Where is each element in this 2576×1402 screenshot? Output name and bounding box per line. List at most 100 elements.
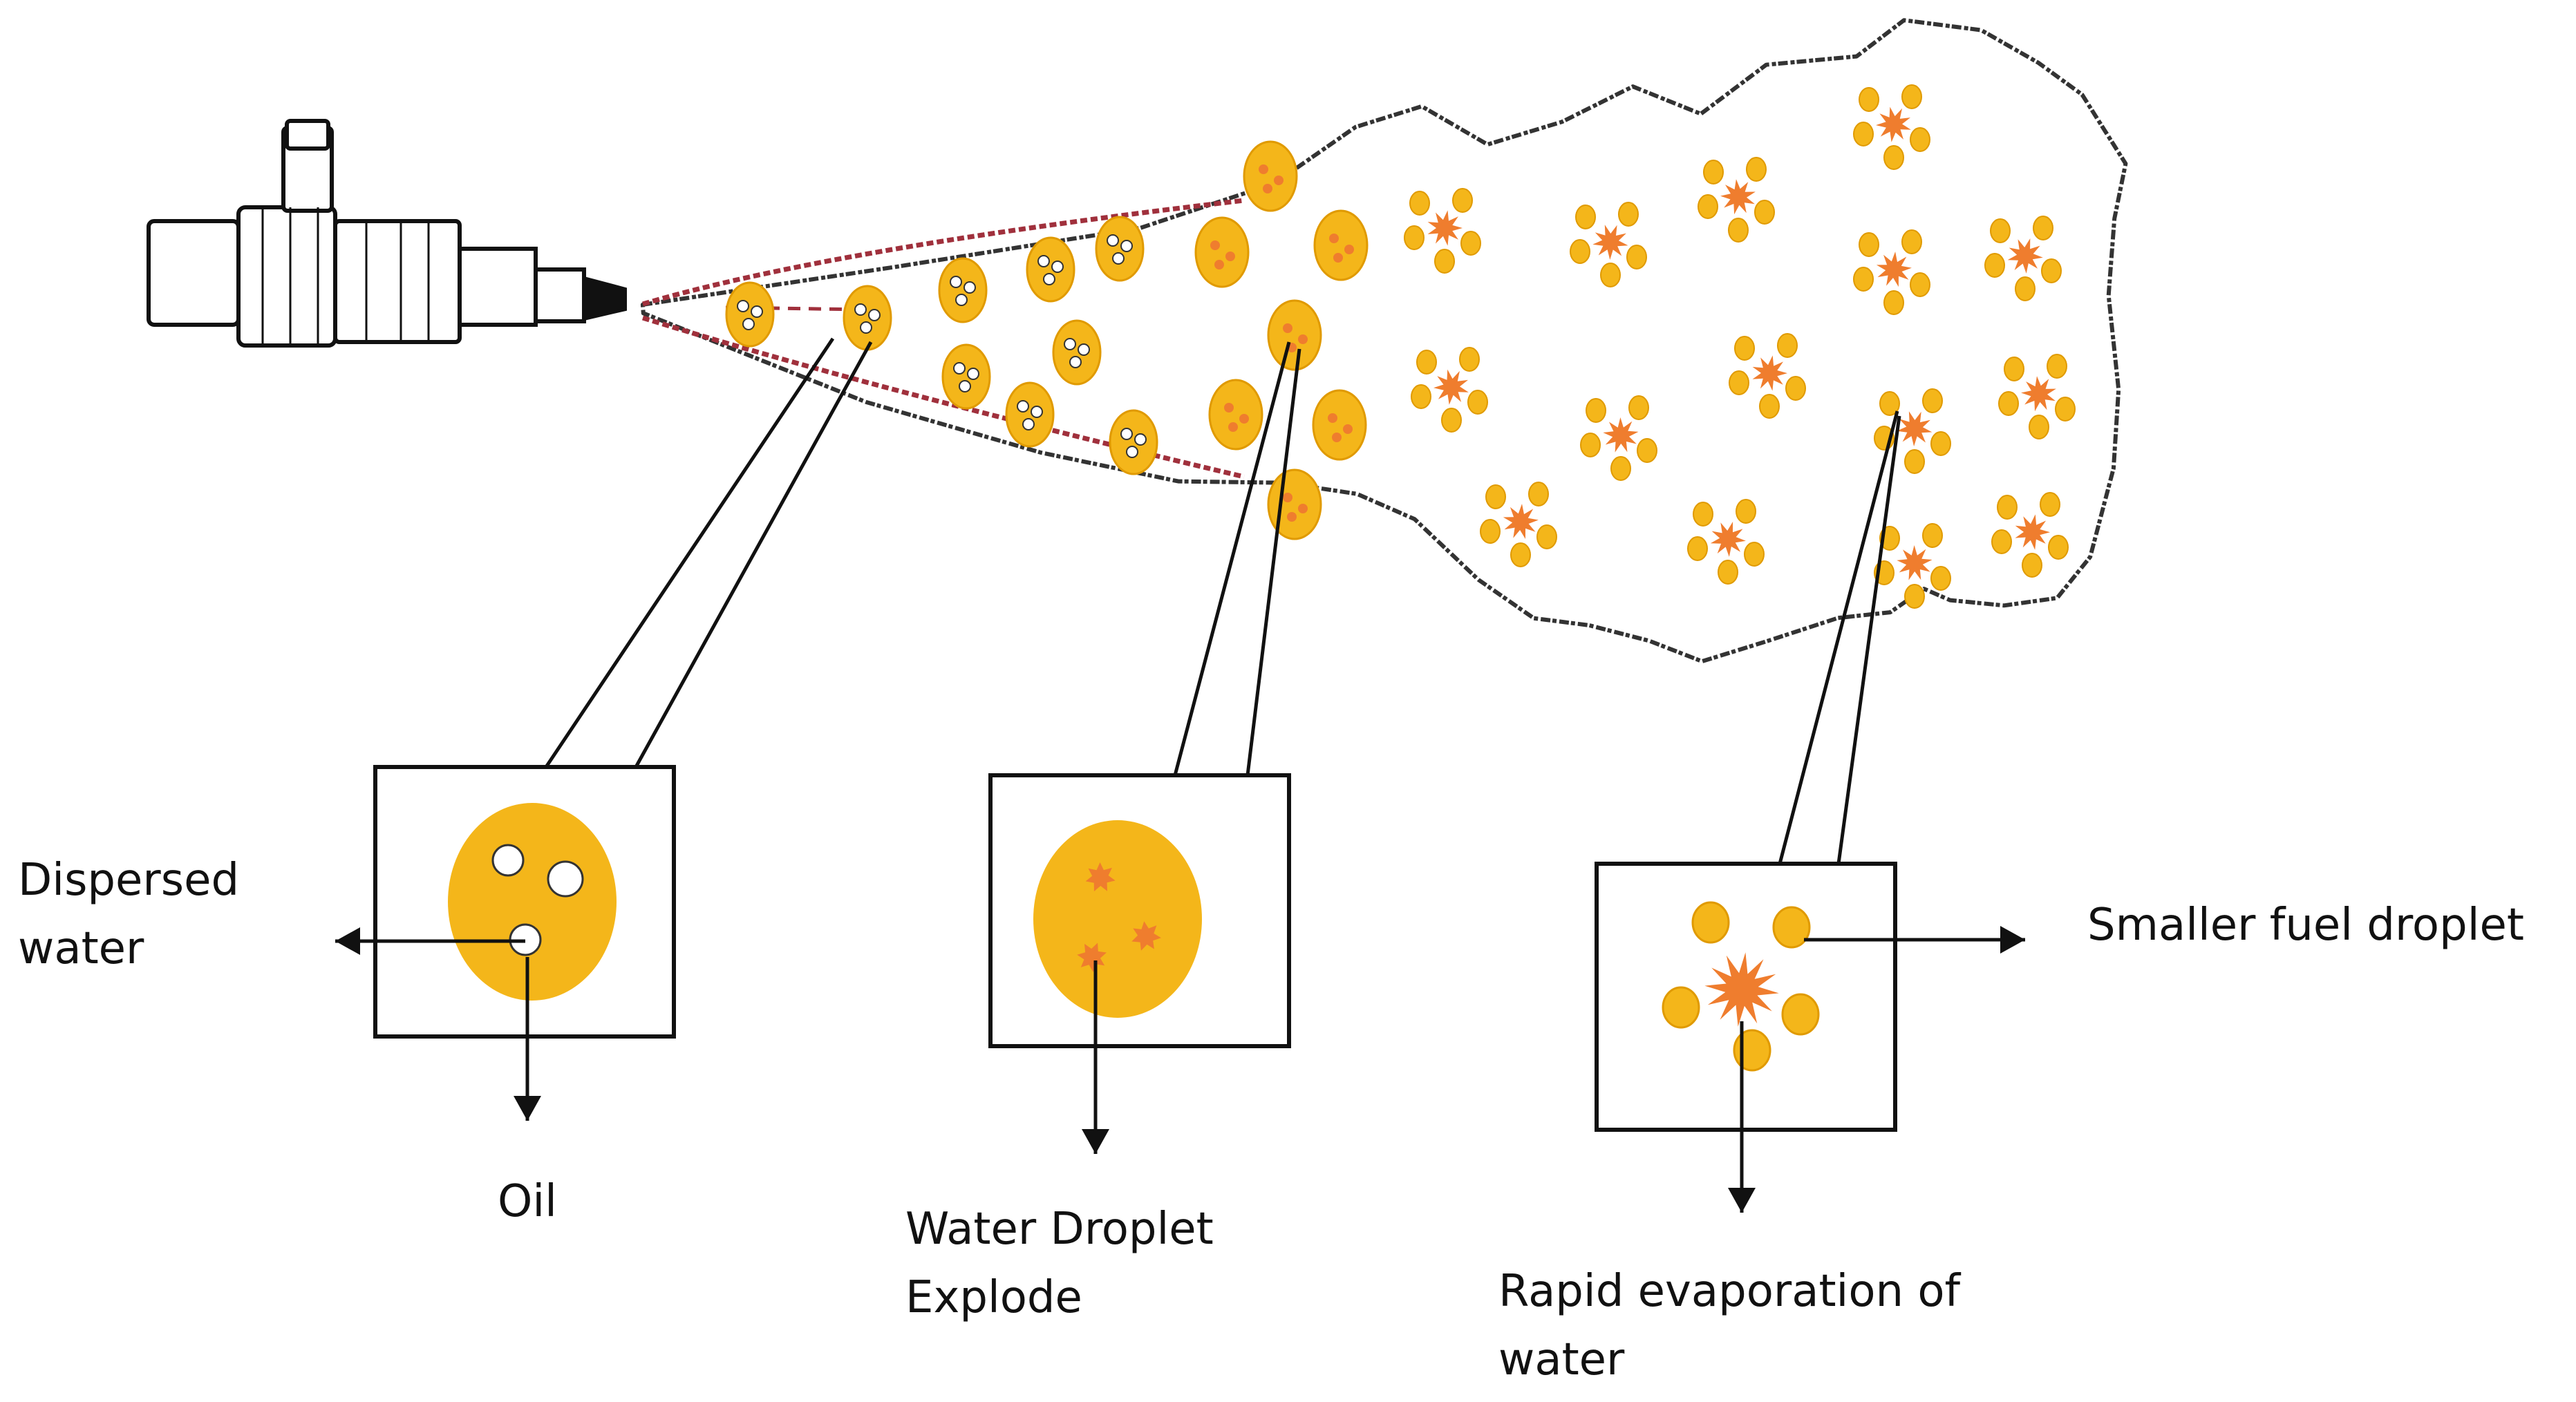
small-fuel-droplet <box>1991 529 2012 554</box>
water-droplet-line-1: Water Droplet <box>905 1204 1214 1255</box>
fuel-droplet-water <box>1095 216 1145 282</box>
small-fuel-droplet <box>1746 157 1767 182</box>
inset-evaporation-burst <box>1704 952 1779 1027</box>
water-bubble <box>1037 255 1050 267</box>
arrow-icon-oil <box>514 957 541 1121</box>
small-fuel-droplet <box>1485 484 1506 509</box>
explosion-speck <box>1274 176 1284 185</box>
water-bubble <box>1134 433 1147 446</box>
rapid-evaporation-line-2: water <box>1498 1334 1625 1386</box>
small-fuel-droplet <box>1467 390 1488 415</box>
water-bubble <box>953 362 966 375</box>
dispersed-water-label: Dispersed water <box>18 846 239 983</box>
small-fuel-droplet <box>1536 524 1557 549</box>
fuel-droplet-water <box>1005 381 1055 448</box>
fuel-droplet-water <box>938 257 988 323</box>
explosion-speck <box>1224 403 1234 413</box>
small-fuel-droplet <box>1853 267 1874 292</box>
explosion-speck <box>1214 260 1224 269</box>
fuel-droplet-exploding <box>1313 209 1369 281</box>
dispersed-water-line-2: water <box>18 923 144 975</box>
spray-droplets <box>725 84 2076 609</box>
small-fuel-droplet <box>1698 194 1718 219</box>
water-bubble <box>742 318 755 330</box>
arrow-icon-rapid-evaporation-head <box>1728 1188 1756 1213</box>
small-fuel-droplet <box>1744 542 1765 567</box>
water-bubble <box>955 294 968 306</box>
evaporation-burst <box>1720 179 1756 215</box>
water-bubble <box>1107 234 1119 247</box>
small-fuel-droplet <box>1729 370 1749 395</box>
evaporation-burst <box>1603 417 1639 453</box>
small-fuel-droplet <box>1618 202 1639 227</box>
explosion-speck <box>1287 512 1297 522</box>
small-fuel-droplet <box>1480 519 1501 544</box>
small-fuel-droplet <box>1910 127 1930 152</box>
small-fuel-droplet <box>1703 160 1724 184</box>
water-bubble <box>1051 260 1064 273</box>
small-fuel-droplet <box>1922 388 1943 413</box>
small-fuel-droplet <box>1728 218 1749 243</box>
water-bubble <box>1022 418 1035 430</box>
small-fuel-droplet <box>2041 258 2062 283</box>
callout-lines <box>544 337 1901 864</box>
evaporation-burst <box>1427 210 1463 246</box>
water-bubble <box>1126 446 1138 458</box>
inset-explosion-speck <box>1085 862 1116 891</box>
small-fuel-droplet <box>2048 535 2069 560</box>
injector-neck <box>458 247 538 327</box>
explosion-speck <box>1225 252 1235 261</box>
arrow-icon-smaller-droplet-head <box>2000 926 2025 954</box>
water-bubble <box>1043 273 1055 285</box>
small-fuel-droplet <box>1718 560 1738 585</box>
small-fuel-droplet <box>1910 272 1930 297</box>
water-bubble <box>1120 428 1133 440</box>
small-fuel-droplet <box>1754 200 1775 225</box>
explosion-speck <box>1298 334 1308 344</box>
injector-inlet-top <box>285 119 330 151</box>
fuel-droplet-water <box>1052 319 1102 386</box>
fuel-droplet-exploding <box>1194 216 1250 288</box>
small-fuel-droplet <box>1452 188 1473 213</box>
arrow-icon-dispersed-water <box>335 927 525 955</box>
small-fuel-droplet <box>1777 333 1798 358</box>
water-bubble <box>1120 240 1133 252</box>
small-fuel-droplet <box>1901 84 1922 109</box>
fuel-droplet-water <box>725 281 775 348</box>
small-fuel-droplet <box>1580 433 1601 457</box>
water-bubble <box>1017 400 1029 413</box>
fuel-injector-icon <box>147 119 627 348</box>
arrow-icon-rapid-evaporation <box>1728 1021 1756 1213</box>
water-bubble <box>860 321 872 334</box>
small-fuel-droplet <box>1441 408 1462 433</box>
small-fuel-droplet <box>2055 397 2076 421</box>
dispersed-water-line-1: Dispersed <box>18 855 240 906</box>
small-fuel-droplet <box>1859 87 1879 112</box>
small-fuel-droplet <box>1901 229 1922 254</box>
evaporation-burst <box>1876 106 1911 142</box>
inset-small-droplet <box>1733 1029 1771 1072</box>
rapid-evaporation-line-1: Rapid evaporation of <box>1498 1266 1961 1317</box>
small-fuel-droplet <box>1990 218 2011 243</box>
callout-line-2 <box>1173 341 1291 776</box>
small-fuel-droplet <box>1459 347 1480 372</box>
small-fuel-droplet <box>2047 354 2067 379</box>
spray-edge-upper <box>642 198 1245 307</box>
evaporation-burst <box>2007 238 2043 274</box>
explosion-speck <box>1329 234 1339 243</box>
water-bubble <box>1112 252 1125 265</box>
fuel-droplet-water <box>843 285 892 351</box>
inset-explosion-speck <box>1131 921 1161 951</box>
inset-oil-droplet <box>448 803 617 1001</box>
small-fuel-droplet <box>1785 376 1806 401</box>
evaporation-burst <box>1503 504 1539 539</box>
evaporation-burst <box>2021 376 2056 412</box>
small-fuel-droplet <box>1904 584 1925 609</box>
small-fuel-droplet <box>1883 145 1904 170</box>
explosion-speck <box>1228 422 1238 432</box>
small-fuel-droplet <box>1859 232 1879 257</box>
small-fuel-droplet <box>1853 122 1874 146</box>
fuel-droplet-exploding <box>1267 299 1322 371</box>
small-fuel-droplet <box>2015 276 2036 301</box>
